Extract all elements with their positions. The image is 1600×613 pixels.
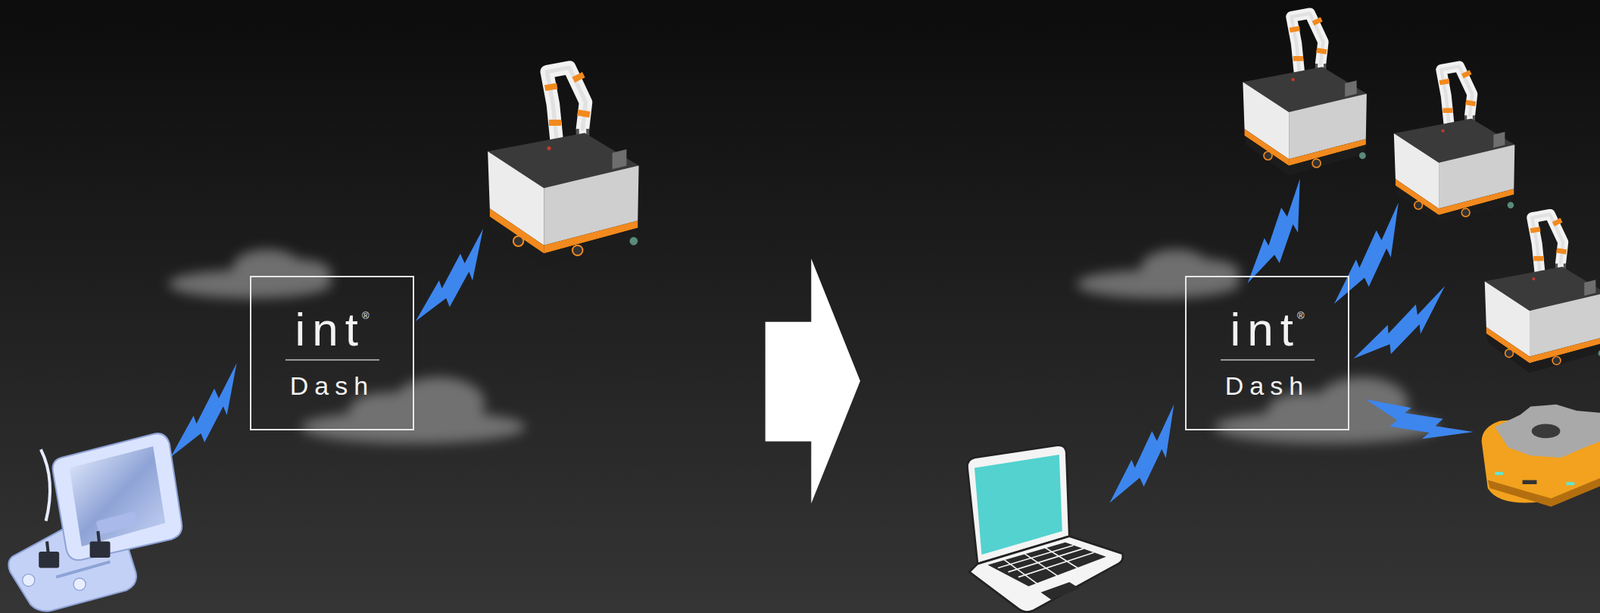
logo-mark: int xyxy=(294,305,365,353)
registered-mark: ® xyxy=(1297,310,1305,321)
registered-mark: ® xyxy=(361,310,370,321)
logo-mark: int xyxy=(1229,305,1300,353)
logo-word: Dash xyxy=(290,371,375,400)
logo-box: int® Dash xyxy=(1185,275,1350,431)
logo-separator xyxy=(1220,358,1315,361)
logo-separator xyxy=(285,358,380,361)
logo-row: int® xyxy=(294,305,369,353)
logo-row: int® xyxy=(1229,305,1304,353)
logo-word: Dash xyxy=(1225,371,1310,400)
logo-box: int® Dash xyxy=(249,275,415,431)
